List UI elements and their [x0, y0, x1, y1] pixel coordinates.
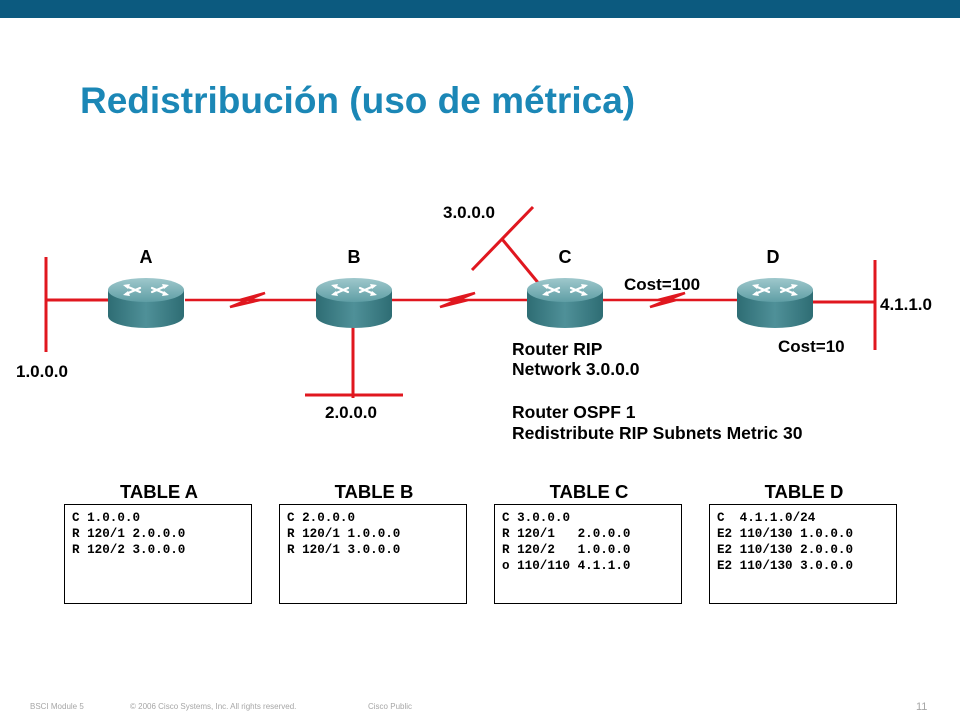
table-row: E2 110/130 2.0.0.0: [717, 543, 854, 557]
network-4-label: 4.1.1.0: [880, 295, 932, 314]
table-row: o 110/110 4.1.1.0: [502, 559, 631, 573]
config-line-1: Router RIP: [512, 339, 603, 359]
router-a: [106, 276, 186, 330]
table-row: C 2.0.0.0: [287, 511, 356, 525]
cost-d-network-label: Cost=10: [778, 337, 845, 356]
table-a: C 1.0.0.0 R 120/1 2.0.0.0 R 120/2 3.0.0.…: [64, 504, 252, 604]
slide-title: Redistribución (uso de métrica): [80, 80, 636, 121]
table-row: E2 110/130 1.0.0.0: [717, 527, 854, 541]
table-row: C 3.0.0.0: [502, 511, 571, 525]
serial-link-a-b: [185, 291, 318, 309]
top-bar: [0, 0, 960, 18]
serial-link-c-d: [603, 291, 740, 309]
network-1-label: 1.0.0.0: [16, 362, 68, 381]
table-row: R 120/2 1.0.0.0: [502, 543, 631, 557]
network-3-segment: [470, 205, 535, 272]
router-d-label: D: [767, 247, 780, 267]
table-row: E2 110/130 3.0.0.0: [717, 559, 854, 573]
config-line-2: Network 3.0.0.0: [512, 359, 640, 379]
router-c-label: C: [559, 247, 572, 267]
config-line-4: Redistribute RIP Subnets Metric 30: [512, 423, 803, 443]
network-3-label: 3.0.0.0: [443, 203, 495, 222]
cost-c-d-label: Cost=100: [624, 275, 700, 294]
footer-module: BSCI Module 5: [30, 702, 84, 711]
footer-copyright: © 2006 Cisco Systems, Inc. All rights re…: [130, 702, 297, 711]
page-number: 11: [916, 701, 928, 713]
table-d: C 4.1.1.0/24 E2 110/130 1.0.0.0 E2 110/1…: [709, 504, 897, 604]
table-row: R 120/1 2.0.0.0: [502, 527, 631, 541]
router-d: [735, 276, 815, 330]
table-row: R 120/1 1.0.0.0: [287, 527, 401, 541]
network-3-link: [500, 238, 542, 286]
router-b: [314, 276, 394, 330]
router-a-label: A: [140, 247, 153, 267]
table-a-title: TABLE A: [119, 481, 199, 502]
serial-link-b-c: [392, 291, 528, 309]
table-row: R 120/1 3.0.0.0: [287, 543, 401, 557]
footer-classification: Cisco Public: [368, 702, 413, 711]
network-2-label: 2.0.0.0: [325, 403, 377, 422]
table-c: C 3.0.0.0 R 120/1 2.0.0.0 R 120/2 1.0.0.…: [494, 504, 682, 604]
table-row: R 120/1 2.0.0.0: [72, 527, 186, 541]
table-b-title: TABLE B: [334, 481, 414, 502]
table-c-title: TABLE C: [549, 481, 629, 502]
table-row: C 1.0.0.0: [72, 511, 141, 525]
table-row: R 120/2 3.0.0.0: [72, 543, 186, 557]
table-b: C 2.0.0.0 R 120/1 1.0.0.0 R 120/1 3.0.0.…: [279, 504, 467, 604]
router-b-label: B: [348, 247, 361, 267]
config-line-3: Router OSPF 1: [512, 402, 636, 422]
router-c: [525, 276, 605, 330]
table-row: C 4.1.1.0/24: [717, 511, 816, 525]
table-d-title: TABLE D: [764, 481, 844, 502]
